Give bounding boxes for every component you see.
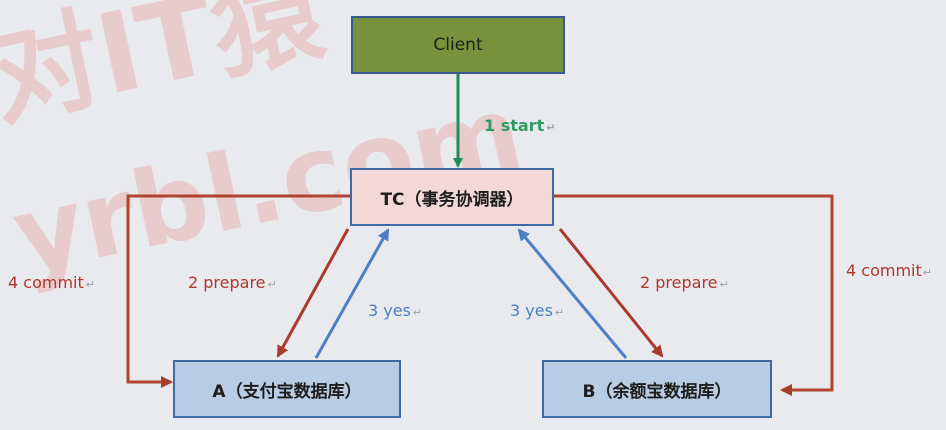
node-b-label: B（余额宝数据库） [582,381,732,402]
prepare-arrow-left [276,228,350,358]
label-prepare-right: 2 prepare↵ [640,273,729,292]
node-client: Client [351,16,565,74]
commit-arrow-left [126,194,350,388]
label-start: 1 start↵ [484,116,555,135]
yes-arrow-left [314,228,390,359]
node-a: A（支付宝数据库） [173,360,401,418]
commit-arrow-right [554,194,834,396]
node-tc-label: TC（事务协调器） [380,189,524,210]
label-yes-left: 3 yes↵ [368,301,422,320]
node-client-label: Client [433,35,483,55]
label-yes-right: 3 yes↵ [510,301,564,320]
prepare-arrow-right [558,228,664,358]
yes-arrow-right [517,228,628,359]
label-commit-left: 4 commit↵ [8,273,95,292]
label-prepare-left: 2 prepare↵ [188,273,277,292]
node-b: B（余额宝数据库） [542,360,772,418]
node-a-label: A（支付宝数据库） [212,381,362,402]
node-tc: TC（事务协调器） [350,168,554,226]
label-commit-right: 4 commit↵ [846,261,932,280]
